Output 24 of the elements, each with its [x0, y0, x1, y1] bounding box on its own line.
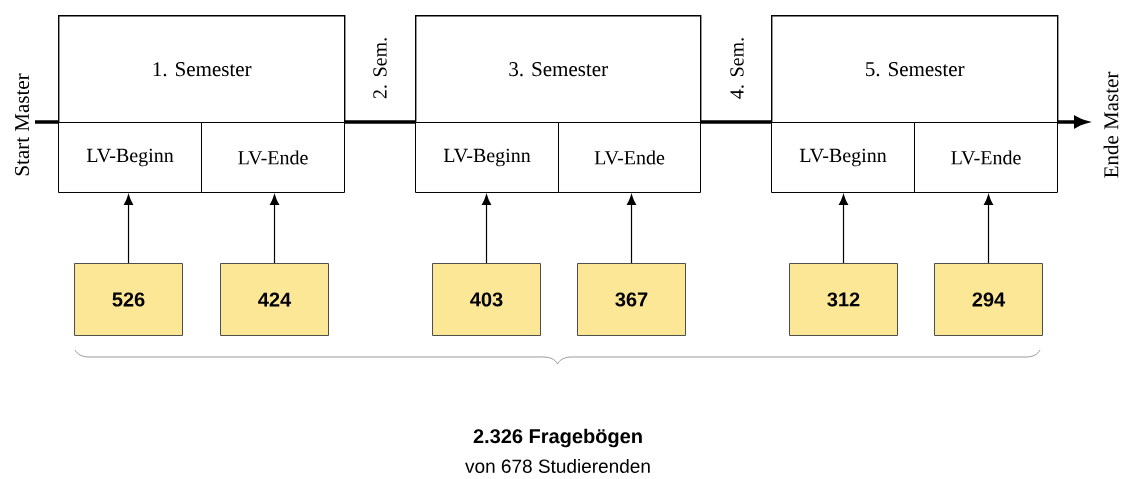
- semester-label: 4. Sem.: [730, 38, 744, 99]
- count-box: 424: [220, 263, 329, 336]
- count-box: 403: [432, 263, 541, 336]
- arrow: [270, 194, 279, 264]
- count-box: 367: [577, 263, 686, 336]
- count-box: 294: [934, 263, 1043, 336]
- session-box: LV-Beginn: [58, 122, 202, 193]
- summary-title: 2.326 Fragebögen: [473, 428, 642, 448]
- session-box: LV-Ende: [201, 122, 345, 193]
- summary-text: von 678 Studierenden: [465, 459, 650, 473]
- semester-label: 2. Sem.: [373, 38, 387, 99]
- count-box: 526: [74, 263, 183, 336]
- session-box: LV-Beginn: [771, 122, 915, 193]
- session-box: LV-Beginn: [415, 122, 559, 193]
- count-box: 312: [789, 263, 898, 336]
- arrow: [124, 194, 133, 264]
- arrow: [839, 194, 848, 264]
- arrow: [627, 194, 636, 264]
- arrow: [482, 194, 491, 264]
- arrow: [984, 194, 993, 264]
- timeline-end-label: Ende Master: [1103, 71, 1119, 178]
- session-box: LV-Ende: [558, 122, 701, 193]
- timeline-start-label: Start Master: [14, 73, 30, 176]
- session-box: LV-Ende: [914, 122, 1058, 193]
